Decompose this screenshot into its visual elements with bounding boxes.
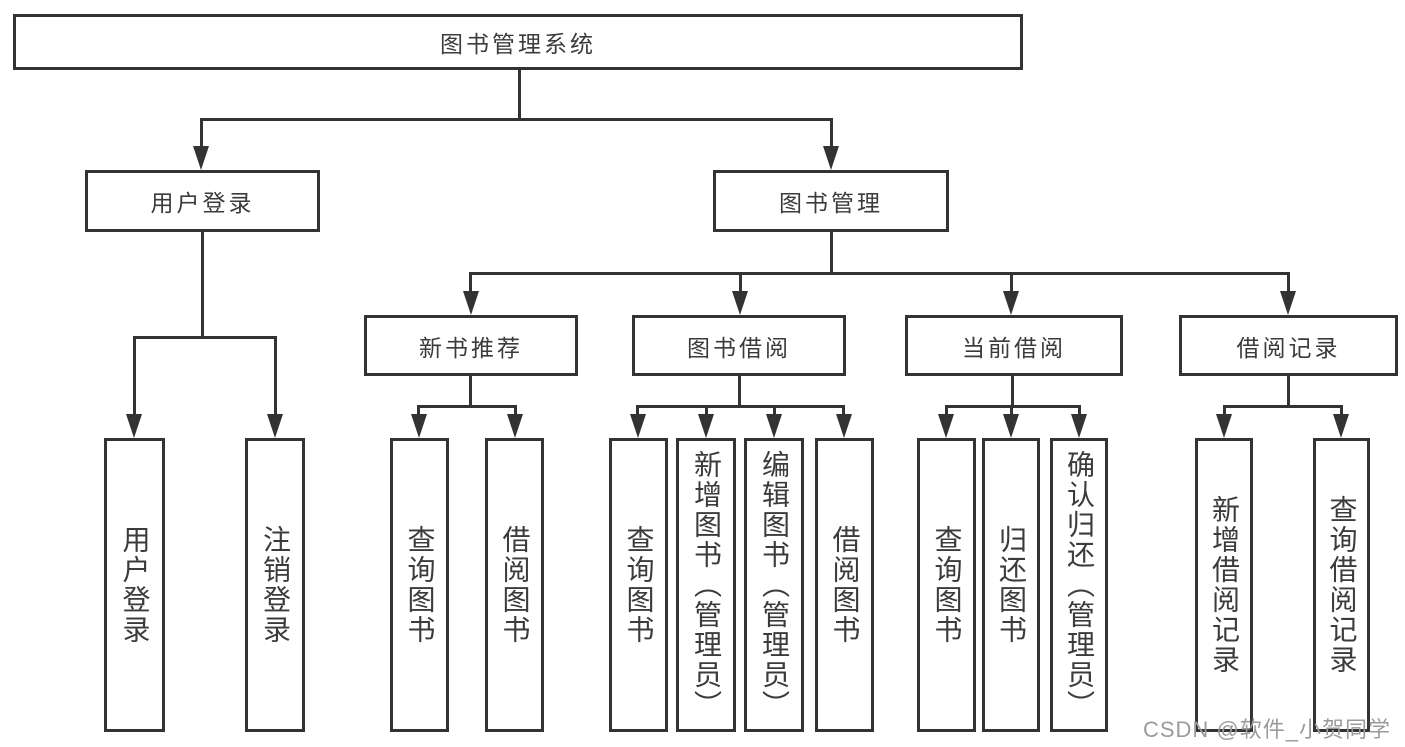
- arrowhead-down-icon: [836, 414, 852, 438]
- leaf-add-borrow-record: 新增借阅记录: [1195, 438, 1253, 732]
- arrowhead-down-icon: [193, 146, 209, 170]
- v-line: [133, 336, 136, 418]
- node-borrowing-records: 借阅记录: [1179, 315, 1398, 376]
- node-library-management-system: 图书管理系统: [13, 14, 1023, 70]
- v-line: [636, 405, 639, 418]
- arrowhead-down-icon: [126, 414, 142, 438]
- leaf-query-books-borrowing: 查询图书: [609, 438, 668, 732]
- arrowhead-down-icon: [1280, 291, 1296, 315]
- arrowhead-down-icon: [823, 146, 839, 170]
- v-line: [1287, 376, 1290, 407]
- v-line: [200, 118, 203, 152]
- arrowhead-down-icon: [1003, 291, 1019, 315]
- v-line: [201, 232, 204, 339]
- v-line: [830, 232, 833, 275]
- node-book-management: 图书管理: [713, 170, 949, 232]
- node-new-book-recommendation: 新书推荐: [364, 315, 578, 376]
- arrowhead-down-icon: [507, 414, 523, 438]
- arrowhead-down-icon: [766, 414, 782, 438]
- arrowhead-down-icon: [938, 414, 954, 438]
- arrowhead-down-icon: [630, 414, 646, 438]
- leaf-return-books: 归还图书: [982, 438, 1040, 732]
- v-line: [1223, 405, 1226, 418]
- v-line: [469, 376, 472, 407]
- v-line: [945, 405, 948, 418]
- v-line: [514, 405, 517, 418]
- node-book-borrowing: 图书借阅: [632, 315, 846, 376]
- v-line: [1010, 405, 1013, 418]
- leaf-confirm-return-admin: 确认归还（管理员）: [1050, 438, 1108, 732]
- h-line: [945, 405, 1081, 408]
- leaf-query-books-current: 查询图书: [917, 438, 976, 732]
- node-user-login: 用户登录: [85, 170, 320, 232]
- csdn-watermark: CSDN @软件_小贺同学: [1142, 717, 1391, 742]
- h-line: [469, 272, 1290, 275]
- v-line: [773, 405, 776, 418]
- v-line: [1287, 272, 1290, 294]
- leaf-query-books-recommend: 查询图书: [390, 438, 449, 732]
- v-line: [738, 376, 741, 407]
- arrowhead-down-icon: [1333, 414, 1349, 438]
- arrowhead-down-icon: [732, 291, 748, 315]
- arrowhead-down-icon: [267, 414, 283, 438]
- arrowhead-down-icon: [1071, 414, 1087, 438]
- h-line: [200, 118, 832, 121]
- v-line: [469, 272, 472, 294]
- arrowhead-down-icon: [1003, 414, 1019, 438]
- leaf-add-book-admin: 新增图书（管理员）: [676, 438, 736, 732]
- arrowhead-down-icon: [411, 414, 427, 438]
- v-line: [842, 405, 845, 418]
- v-line: [274, 336, 277, 418]
- leaf-borrow-books-recommend: 借阅图书: [485, 438, 544, 732]
- node-current-borrowing: 当前借阅: [905, 315, 1123, 376]
- v-line: [1340, 405, 1343, 418]
- arrowhead-down-icon: [463, 291, 479, 315]
- arrowhead-down-icon: [1216, 414, 1232, 438]
- h-line: [417, 405, 517, 408]
- v-line: [830, 118, 833, 152]
- v-line: [1011, 376, 1014, 407]
- v-line: [705, 405, 708, 418]
- leaf-edit-book-admin: 编辑图书（管理员）: [744, 438, 804, 732]
- v-line: [739, 272, 742, 294]
- h-line: [133, 336, 277, 339]
- leaf-logout-login: 注销登录: [245, 438, 305, 732]
- leaf-query-borrow-record: 查询借阅记录: [1313, 438, 1370, 732]
- v-line: [417, 405, 420, 418]
- v-line: [518, 70, 521, 121]
- h-line: [1223, 405, 1343, 408]
- h-line: [636, 405, 845, 408]
- v-line: [1010, 272, 1013, 294]
- leaf-borrow-books-borrowing: 借阅图书: [815, 438, 874, 732]
- arrowhead-down-icon: [698, 414, 714, 438]
- v-line: [1078, 405, 1081, 418]
- leaf-user-login: 用户登录: [104, 438, 165, 732]
